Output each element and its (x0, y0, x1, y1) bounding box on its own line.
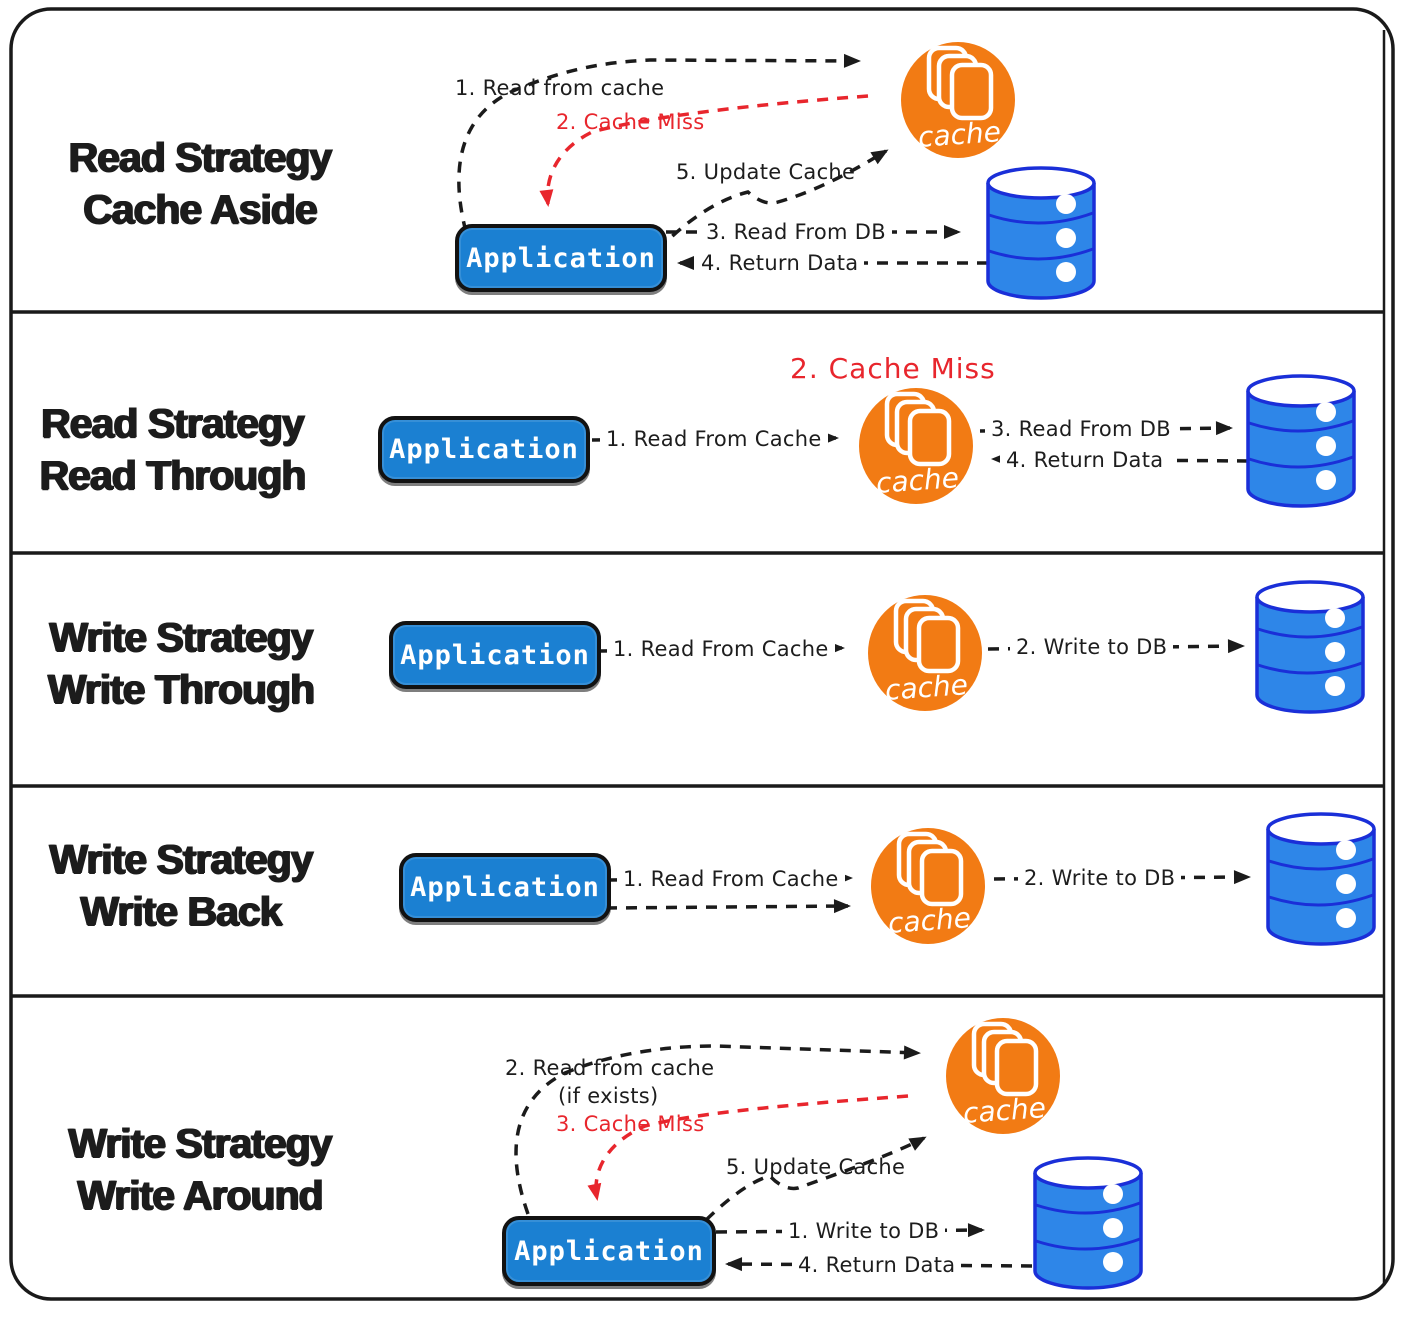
label-write-to-db: 2. Write to DB (1018, 865, 1182, 891)
row-title-write-around: Write Strategy Write Around (35, 1118, 365, 1221)
arrow-read-from-cache (514, 1044, 921, 1215)
database-icon (1246, 374, 1356, 508)
application-box: Application (502, 1216, 716, 1286)
row-title-cache-aside: Read Strategy Cache Aside (35, 132, 365, 235)
database-icon (986, 166, 1096, 300)
label-return-data: 4. Return Data (1000, 447, 1170, 473)
row-title-read-through: Read Strategy Read Through (20, 398, 325, 501)
row-title-write-through: Write Strategy Write Through (22, 612, 340, 715)
label-update-cache: 5. Update Cache (676, 160, 856, 184)
label-return-data: 4. Return Data (792, 1252, 962, 1278)
arrow-cache-miss (539, 94, 869, 207)
title-line: Write Strategy (49, 836, 313, 882)
label-cache-miss: 2. Cache Miss (556, 110, 705, 134)
label-read-from-cache: 1. Read From Cache (600, 426, 828, 452)
cache-icon (871, 828, 985, 944)
label-write-to-db: 2. Write to DB (1010, 634, 1174, 660)
cache-icon (859, 388, 973, 504)
cache-icon (946, 1018, 1060, 1134)
arrow-update-cache (656, 149, 889, 252)
arrow-write-back-async (605, 899, 851, 914)
arrow-update-cache (704, 1136, 927, 1222)
arrow-cache-miss (587, 1094, 909, 1201)
label-if-exists: (if exists) (558, 1084, 659, 1108)
application-box: Application (399, 853, 611, 922)
arrow-read-from-cache (457, 53, 861, 233)
database-icon (1266, 812, 1376, 946)
title-line: Write Strategy (49, 614, 313, 660)
title-line: Cache Aside (83, 185, 318, 232)
label-read-from-db: 3. Read From DB (985, 416, 1177, 442)
label-update-cache: 5. Update Cache (726, 1155, 906, 1179)
title-line: Write Strategy (68, 1120, 332, 1166)
application-label: Application (514, 1235, 704, 1267)
label-write-to-db: 1. Write to DB (782, 1218, 946, 1244)
application-label: Application (400, 639, 590, 671)
arrow-return-data (725, 1257, 1033, 1272)
label-cache-miss: 2. Cache Miss (790, 352, 996, 385)
application-label: Application (389, 434, 579, 465)
cache-icon (868, 595, 982, 711)
title-line: Write Back (80, 887, 282, 934)
label-cache-miss: 3. Cache Miss (556, 1112, 705, 1136)
title-line: Read Through (39, 451, 307, 498)
application-box: Application (455, 224, 667, 292)
diagram-frame (9, 7, 1395, 1301)
application-label: Application (466, 242, 656, 274)
title-line: Write Through (47, 665, 315, 712)
label-return-data: 4. Return Data (695, 250, 865, 276)
label-read-from-cache: 2. Read from cache (505, 1056, 715, 1080)
application-box: Application (389, 621, 601, 689)
database-icon (1255, 580, 1365, 714)
application-box: Application (378, 416, 590, 483)
label-read-from-cache: 1. Read From Cache (607, 636, 835, 662)
title-line: Read Strategy (68, 134, 333, 180)
title-line: Write Around (77, 1171, 323, 1218)
title-line: Read Strategy (41, 400, 305, 446)
database-icon (1033, 1156, 1143, 1290)
label-read-from-cache: 1. Read From Cache (617, 866, 845, 892)
row-title-write-back: Write Strategy Write Back (22, 834, 340, 937)
application-label: Application (410, 872, 600, 903)
label-read-from-cache: 1. Read from cache (455, 76, 665, 100)
cache-icon (901, 42, 1015, 158)
label-read-from-db: 3. Read From DB (700, 219, 892, 245)
